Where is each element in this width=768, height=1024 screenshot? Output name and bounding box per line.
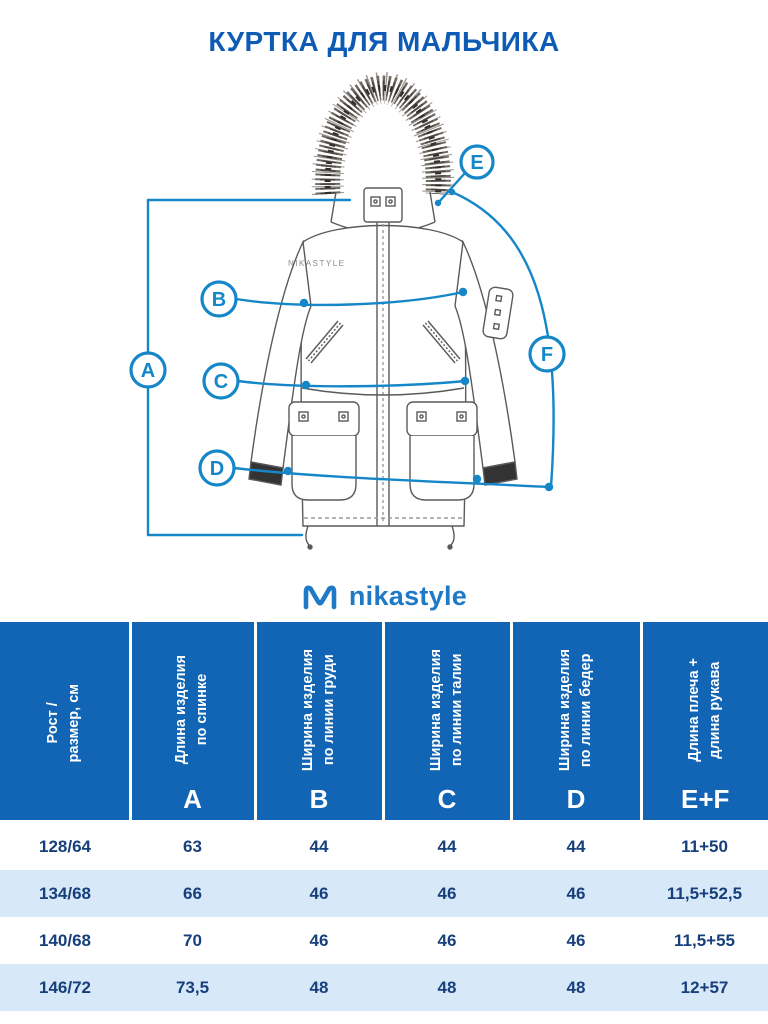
patch-pocket-left (288, 401, 360, 501)
cell-a: 70 (183, 930, 202, 950)
cell-d: 46 (566, 883, 586, 903)
table-row: 140/68 70 46 46 46 11,5+55 (0, 917, 768, 964)
patch-pocket-right (406, 401, 478, 501)
measure-line-a: A (129, 198, 352, 537)
chin-flap (363, 187, 403, 223)
col-header-b: Ширина изделия по линии груди B (253, 622, 383, 823)
cell-b: 44 (309, 836, 329, 856)
cell-a: 73,5 (175, 977, 210, 997)
cell-d: 46 (566, 930, 586, 950)
cell-ef: 11,5+52,5 (666, 883, 743, 903)
cell-c: 46 (437, 930, 457, 950)
size-table: Рост / размер, см Длина изделия по спинк… (0, 622, 768, 1011)
cell-size: 146/72 (39, 977, 91, 997)
col-header-ef: Длина плеча + длина рукава E+F (639, 622, 768, 823)
cell-size: 128/64 (39, 836, 91, 856)
brand-name: nikastyle (348, 580, 468, 611)
size-table-header: Рост / размер, см Длина изделия по спинк… (0, 622, 768, 823)
col-header-c-letter: C (437, 784, 457, 814)
col-header-b-label: Ширина изделия по линии груди (299, 648, 337, 772)
front-placket (376, 222, 390, 526)
table-row: 146/72 73,5 48 48 48 12+57 (0, 964, 768, 1011)
cell-d: 44 (566, 836, 586, 856)
garment-brand-text: NIKASTYLE (288, 259, 346, 268)
measure-line-e: E (434, 144, 495, 207)
measure-line-c: C (202, 362, 470, 400)
sleeve-patch (482, 286, 514, 340)
measure-line-f: F (448, 188, 566, 489)
cell-size: 134/68 (39, 883, 91, 903)
jacket-illustration: NIKASTYLE (248, 71, 518, 550)
col-header-d-letter: D (566, 784, 586, 814)
col-header-c: Ширина изделия по линии талии C (381, 622, 511, 823)
measurement-lines: A B C (129, 144, 566, 537)
measure-label-d: D (210, 458, 224, 480)
cell-c: 46 (437, 883, 457, 903)
col-header-size-label: Рост / размер, см (45, 683, 83, 763)
measure-label-b: B (212, 289, 226, 311)
table-row: 128/64 63 44 44 44 11+50 (0, 821, 768, 870)
table-row: 134/68 66 46 46 46 11,5+52,5 (0, 870, 768, 917)
cell-d: 48 (566, 977, 586, 997)
col-header-d: Ширина изделия по линии бедер D (509, 622, 641, 823)
col-header-a: Длина изделия по спинке A (128, 622, 255, 823)
col-header-b-letter: B (309, 784, 329, 814)
hem-details (304, 517, 462, 550)
waist-seam (301, 387, 465, 396)
cell-c: 44 (437, 836, 457, 856)
measure-label-f: F (541, 344, 553, 366)
col-header-ef-letter: E+F (681, 784, 730, 814)
cell-a: 66 (183, 883, 202, 903)
cell-a: 63 (183, 836, 202, 856)
cuff-left (248, 461, 284, 486)
col-header-a-letter: A (183, 784, 202, 814)
fur-hood (311, 71, 455, 195)
cell-b: 46 (309, 883, 329, 903)
measure-line-b: B (200, 280, 468, 318)
measure-line-d: D (198, 449, 554, 492)
col-header-ef-label: Длина плеча + длина рукава (686, 658, 724, 762)
jacket-measurement-diagram: NIKASTYLE (0, 70, 768, 570)
cell-ef: 11,5+55 (674, 930, 735, 950)
cell-size: 140/68 (39, 930, 91, 950)
cell-c: 48 (437, 977, 457, 997)
jacket-diagram-svg: NIKASTYLE (129, 71, 566, 550)
measure-label-c: C (214, 371, 228, 393)
size-table-body: 128/64 63 44 44 44 11+50 134/68 66 46 46… (0, 821, 768, 1011)
measure-label-e: E (470, 152, 483, 174)
cell-ef: 12+57 (680, 977, 729, 997)
col-header-c-label: Ширина изделия по линии талии (427, 648, 465, 772)
col-header-size: Рост / размер, см (0, 622, 130, 823)
measure-label-a: A (141, 360, 155, 382)
col-header-a-label: Длина изделия по спинке (173, 655, 211, 765)
cell-ef: 11+50 (681, 836, 728, 856)
page-title: КУРТКА ДЛЯ МАЛЬЧИКА (208, 26, 560, 57)
nikastyle-m-logo-icon (303, 585, 337, 610)
cell-b: 48 (309, 977, 329, 997)
brand-logo: nikastyle (0, 570, 768, 622)
chest-zip-pockets (305, 320, 461, 364)
cell-b: 46 (309, 930, 329, 950)
col-header-d-label: Ширина изделия по линии бедер (556, 648, 594, 772)
